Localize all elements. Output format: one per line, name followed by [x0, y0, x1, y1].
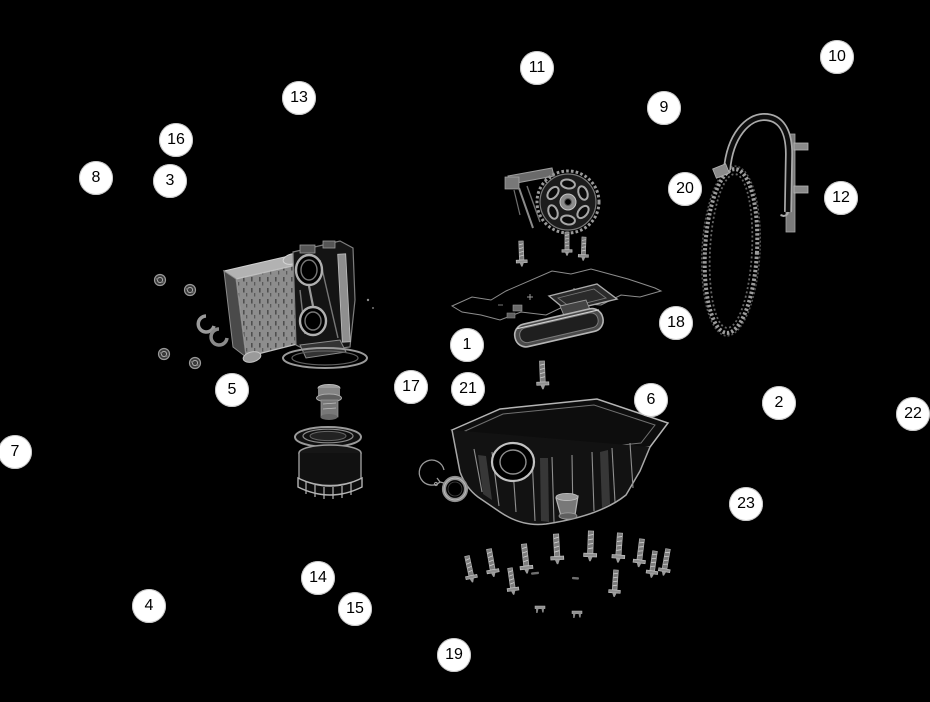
callout-23-label: 23	[737, 495, 755, 512]
cooler-screw-icon	[157, 347, 171, 361]
callout-22-label: 22	[904, 405, 922, 422]
callout-17[interactable]: 17	[394, 370, 428, 404]
callout-10-label: 10	[828, 48, 846, 65]
callout-11-label: 11	[528, 59, 546, 76]
callout-19-label: 19	[445, 646, 463, 663]
oil-pan-drawing	[450, 398, 670, 526]
callout-21[interactable]: 21	[451, 372, 485, 406]
callout-6[interactable]: 6	[634, 383, 668, 417]
callout-13[interactable]: 13	[282, 81, 316, 115]
oil-pan-bolts-drawing	[460, 530, 675, 619]
pump-bolt-icon	[515, 240, 528, 268]
callout-4-label: 4	[144, 597, 154, 614]
callout-3[interactable]: 3	[153, 164, 187, 198]
callout-1-label: 1	[462, 336, 472, 353]
callout-18-label: 18	[667, 314, 685, 331]
pump-bolt-icon	[561, 231, 573, 257]
callout-14-label: 14	[309, 569, 327, 586]
callout-19[interactable]: 19	[437, 638, 471, 672]
callout-20[interactable]: 20	[668, 172, 702, 206]
chain-guide-drawing	[712, 112, 809, 233]
callout-17-label: 17	[402, 378, 420, 395]
pan-clip-icon	[534, 605, 546, 614]
oil-pump-drawing	[504, 167, 601, 268]
callout-23[interactable]: 23	[729, 487, 763, 521]
callout-11[interactable]: 11	[520, 51, 554, 85]
callout-3-label: 3	[165, 172, 175, 189]
callout-2-label: 2	[774, 394, 784, 411]
pump-bolt-icon	[577, 236, 590, 262]
cooler-screw-icon	[188, 356, 202, 370]
callout-8[interactable]: 8	[79, 161, 113, 195]
callout-7-label: 7	[10, 443, 20, 460]
callout-2[interactable]: 2	[762, 386, 796, 420]
callout-14[interactable]: 14	[301, 561, 335, 595]
callout-13-label: 13	[290, 89, 308, 106]
pickup-bolt-icon	[535, 360, 550, 391]
callout-12-label: 12	[832, 189, 850, 206]
callout-1[interactable]: 1	[450, 328, 484, 362]
oil-pickup-drawing	[506, 283, 619, 391]
callout-9[interactable]: 9	[647, 91, 681, 125]
pan-clip-icon	[571, 610, 583, 619]
callout-5[interactable]: 5	[215, 373, 249, 407]
callout-15-label: 15	[346, 600, 364, 617]
callout-8-label: 8	[91, 169, 101, 186]
callout-9-label: 9	[659, 99, 669, 116]
callout-21-label: 21	[459, 380, 477, 397]
callout-4[interactable]: 4	[132, 589, 166, 623]
cooler-screw-icon	[153, 273, 167, 287]
oil-filter-drawing	[294, 383, 363, 499]
callout-16-label: 16	[167, 131, 185, 148]
callout-12[interactable]: 12	[824, 181, 858, 215]
snap-ring-drawing	[418, 459, 445, 487]
seal-ring-drawing	[441, 475, 469, 503]
callout-10[interactable]: 10	[820, 40, 854, 74]
callout-22[interactable]: 22	[896, 397, 930, 431]
callout-18[interactable]: 18	[659, 306, 693, 340]
callout-5-label: 5	[227, 381, 237, 398]
callout-16[interactable]: 16	[159, 123, 193, 157]
oil-cooler-assembly-drawing	[153, 240, 374, 370]
callout-6-label: 6	[646, 391, 656, 408]
callout-15[interactable]: 15	[338, 592, 372, 626]
callout-20-label: 20	[676, 180, 694, 197]
cooler-screw-icon	[183, 283, 197, 297]
timing-chain-drawing	[701, 165, 761, 337]
callout-7[interactable]: 7	[0, 435, 32, 469]
